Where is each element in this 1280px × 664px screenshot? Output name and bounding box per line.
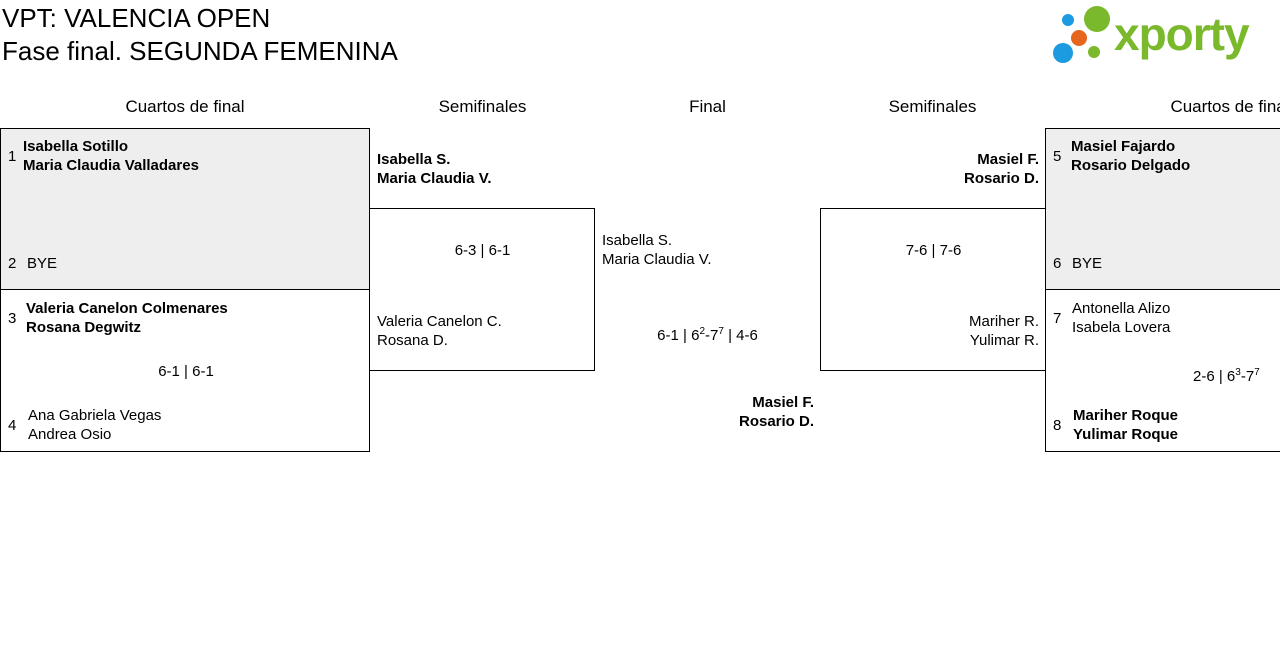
page-subtitle: Fase final. SEGUNDA FEMENINA [2,36,398,66]
player-name: Rosana D. [377,332,448,349]
final-team-top[interactable]: Isabella S. Maria Claudia V. [602,231,712,269]
player-name: Yulimar R. [969,332,1039,349]
match-score: 6-3 | 6-1 [454,242,511,259]
player-name: Isabella S. [602,232,673,249]
seed-number: 2 [8,255,17,272]
qf-right-match-2: 7 Antonella Alizo Isabela Lovera 2-6 | 6… [1045,289,1280,452]
xporty-logo-mark [1053,6,1110,63]
qf-right-match-1: 5 Masiel Fajardo Rosario Delgado 6 BYE [1045,128,1280,290]
seed-number: 3 [8,310,17,327]
player-name: BYE [1072,255,1103,272]
player-name: Masiel F. [977,151,1039,168]
sf-right-team-top[interactable]: Masiel F. Rosario D. [860,150,1039,188]
match-score: 7-6 | 7-6 [905,242,962,259]
player-name: Andrea Osio [28,426,112,443]
sf-right-team-bottom[interactable]: Mariher R. Yulimar R. [861,312,1039,350]
xporty-logo-text: xporty [1114,8,1250,60]
team-winner[interactable]: Mariher Roque Yulimar Roque [1073,406,1178,444]
player-name: Isabella Sotillo [23,138,129,155]
player-name: Masiel Fajardo [1071,138,1176,155]
player-name: Yulimar Roque [1073,426,1179,443]
player-name: Valeria Canelon Colmenares [26,300,228,317]
player-name: Mariher R. [968,313,1039,330]
player-name: Masiel F. [752,394,814,411]
qf-left-match-1: 1 Isabella Sotillo Maria Claudia Vallada… [0,128,370,290]
player-name: Mariher Roque [1073,407,1179,424]
player-name: BYE [27,255,58,272]
match-score: 6-1 | 6-1 [158,363,214,380]
player-name: Maria Claudia V. [602,251,712,268]
player-name: Isabella S. [377,151,451,168]
player-name: Antonella Alizo [1072,300,1171,317]
qf-left-match-2: 3 Valeria Canelon Colmenares Rosana Degw… [0,289,370,452]
page-title: VPT: VALENCIA OPEN [2,3,271,33]
team-bye: BYE [27,254,57,273]
player-name: Ana Gabriela Vegas [28,407,162,424]
round-header-sf-left: Semifinales [438,97,527,116]
team-winner[interactable]: Valeria Canelon Colmenares Rosana Degwit… [26,299,228,337]
sf-left-team-top[interactable]: Isabella S. Maria Claudia V. [377,150,492,188]
final-team-bottom[interactable]: Masiel F. Rosario D. [650,393,814,431]
player-name: Rosario D. [963,170,1039,187]
player-name: Valeria Canelon C. [377,313,502,330]
team-winner[interactable]: Isabella Sotillo Maria Claudia Valladare… [23,137,199,175]
seed-number: 8 [1053,417,1062,434]
round-header-sf-right: Semifinales [888,97,977,116]
player-name: Maria Claudia V. [377,170,492,187]
player-name: Rosario Delgado [1071,157,1191,174]
player-name: Maria Claudia Valladares [23,157,199,174]
team-loser[interactable]: Ana Gabriela Vegas Andrea Osio [28,406,161,444]
round-header-qf-left: Cuartos de final [125,97,245,116]
player-name: Rosario D. [738,413,814,430]
team-winner[interactable]: Masiel Fajardo Rosario Delgado [1071,137,1190,175]
team-loser[interactable]: Antonella Alizo Isabela Lovera [1072,299,1170,337]
sf-right-match: 7-6 | 7-6 Mariher R. Yulimar R. [820,208,1046,371]
sf-left-team-bottom[interactable]: Valeria Canelon C. Rosana D. [377,312,502,350]
player-name: Isabela Lovera [1072,319,1171,336]
player-name: Rosana Degwitz [26,319,142,336]
match-score: 2-6 | 63-77 [1193,367,1260,385]
team-bye: BYE [1072,254,1102,273]
round-header-final: Final [689,97,726,116]
final-score: 6-1 | 62-77 | 4-6 [657,326,758,344]
seed-number: 5 [1053,148,1062,165]
seed-number: 1 [8,148,17,165]
round-header-qf-right: Cuartos de final [1170,97,1280,116]
seed-number: 4 [8,417,17,434]
seed-number: 7 [1053,310,1062,327]
seed-number: 6 [1053,255,1062,272]
sf-left-match: 6-3 | 6-1 Valeria Canelon C. Rosana D. [369,208,595,371]
xporty-logo: xporty [1050,4,1276,68]
